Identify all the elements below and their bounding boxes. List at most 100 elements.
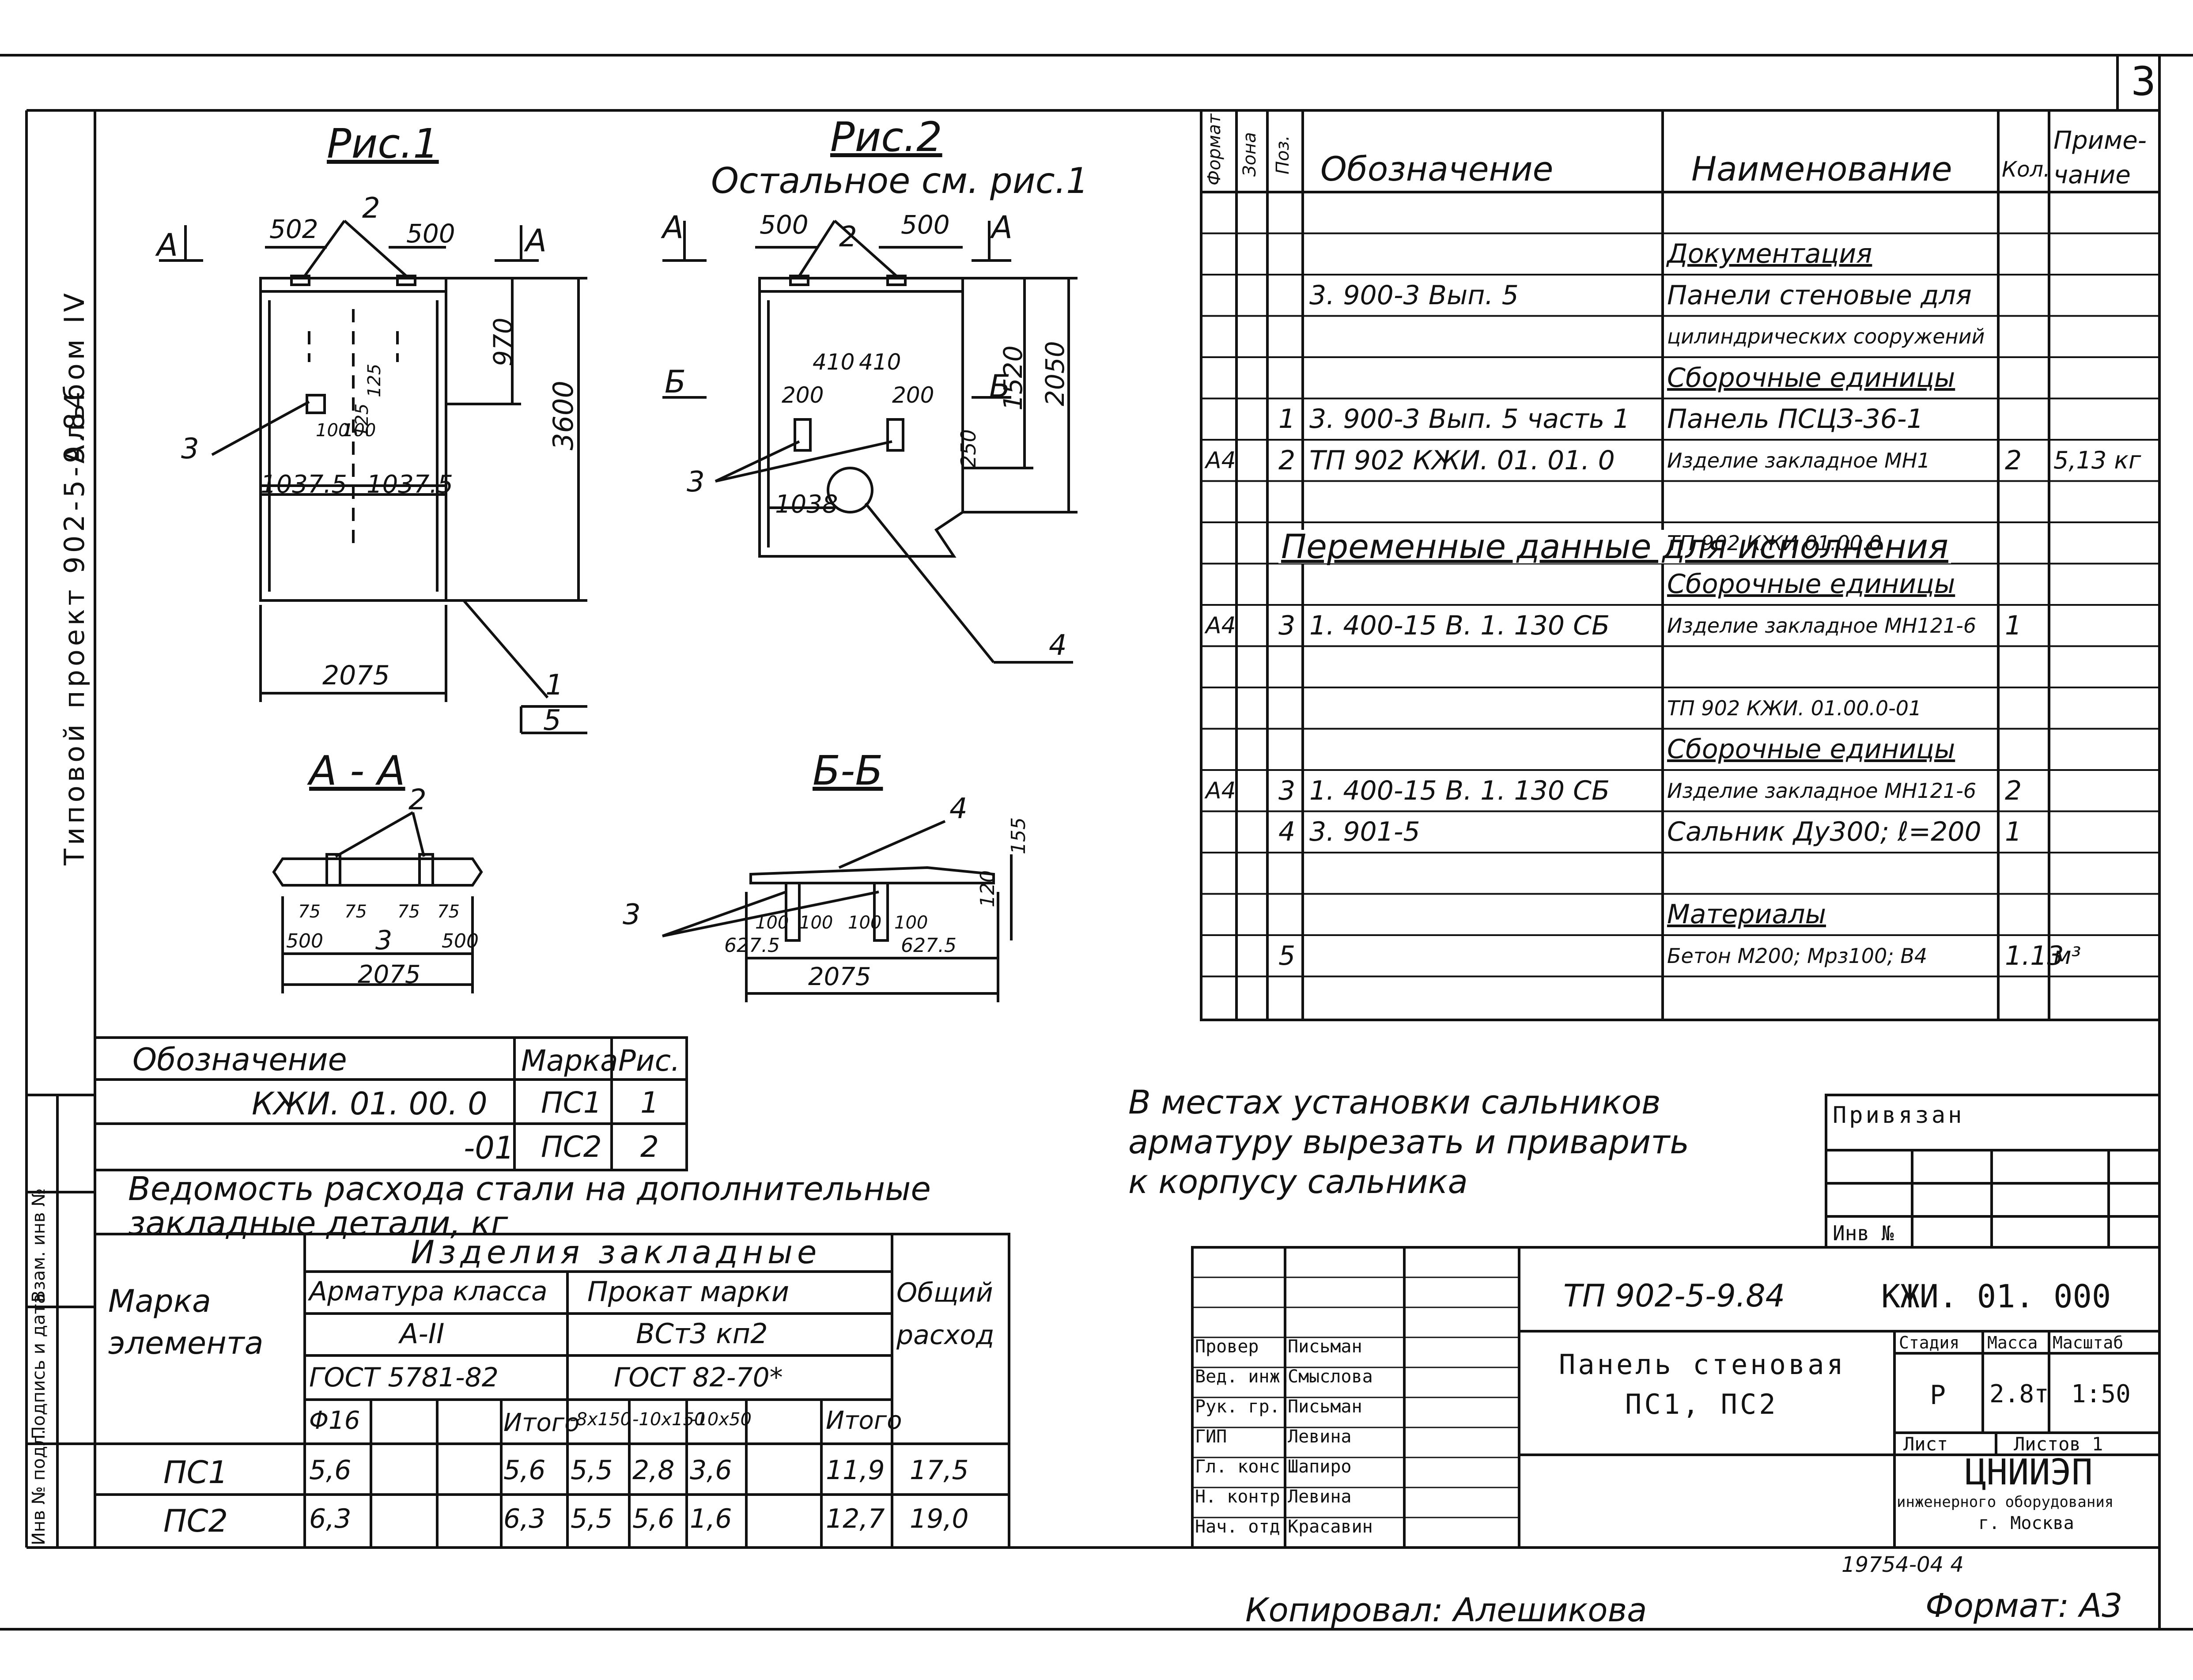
org-name: ЦНИИЭП [1965,1452,2093,1493]
steel-rebar-class: А-II [400,1318,445,1350]
fig1-section-mark: A [526,223,547,259]
stage-value: Р [1930,1380,1946,1411]
steel-group-header: Изделия закладные [411,1234,821,1271]
spec-cell: 1. 400-15 В. 1. 130 СБ [1309,775,1610,806]
steel-cell: 19,0 [910,1503,969,1534]
sheets-label: Листов 1 [2014,1433,2103,1455]
steel-table-title-text: Ведомость расхода стали на дополнительны… [128,1170,931,1242]
spec-cell: А4 [1206,447,1236,474]
steel-row-mark: ПС1 [163,1454,228,1491]
scale-value: 1:50 [2071,1380,2131,1408]
archive-number: 19754-04 4 [1841,1552,1964,1577]
steel-total-header: Общий расход [896,1277,994,1351]
album-label-vertical: Альбом IV [58,290,91,464]
sheet-label: Лист [1903,1433,1948,1455]
fig1-dim: 502 [269,214,318,244]
steel-cell: 12,7 [826,1503,885,1534]
section-aa-title: А - А [309,747,405,794]
spec-cell: А4 [1206,612,1236,639]
spec-cell: Бетон М200; Мрз100; В4 [1667,944,1928,968]
fig2-dim: 500 [901,210,950,240]
title-project-code: ТП 902-5-9.84 [1563,1278,1785,1314]
spec-cell: 3. 900-3 Вып. 5 часть 1 [1309,404,1630,435]
fig1-dim: 3600 [547,381,579,450]
steel-cell: 5,6 [309,1455,352,1486]
signature-name: Шапиро [1288,1457,1352,1477]
marks-row-designation: -01 [464,1130,514,1166]
steel-subcol-header: -10x50 [690,1409,752,1430]
steel-cell: 6,3 [309,1503,352,1534]
inv-field-label: Инв № подл. [29,1429,49,1545]
spec-cell: 2 [2005,775,2022,806]
spec-cell: Изделие закладное МН121-6 [1667,778,1977,803]
fig2-section-mark: Б [989,368,1011,404]
signature-role: Н. контр [1195,1487,1280,1507]
note-line: к корпусу сальника [1128,1163,1468,1201]
fig1-dim: 125 [364,363,385,397]
steel-rolled-header: Прокат марки [587,1276,790,1308]
fig2-dim: 200 [782,382,824,408]
steel-table-title: Ведомость расхода стали на дополнительны… [128,1172,1033,1241]
fig1-callout: 2 [362,192,380,225]
fig2-section-mark: Б [665,364,686,400]
org-name-line: инженерного оборудования [1897,1493,2114,1511]
signature-role: Гл. конс [1195,1457,1280,1477]
fig2-dim: 1520 [998,345,1028,411]
section-bb-dim: 100 [755,913,789,933]
section-bb-title: Б-Б [813,747,883,794]
section-bb-callout: 3 [623,899,641,931]
title-name-line: ПС1, ПС2 [1625,1388,1778,1420]
spec-cell: ТП 902 КЖИ 01.00.0 [1667,531,1882,555]
fig1-dim: 100 [342,420,376,441]
mass-value: 2.8т [1989,1380,2049,1408]
spec-cell: 1 [2005,816,2022,848]
steel-row-mark: ПС2 [163,1503,228,1539]
spec-cell: 1 [2005,610,2022,641]
spec-cell: 3. 900-3 Вып. 5 [1309,279,1519,311]
fig2-subtitle: Остальное см. рис.1 [711,160,1089,201]
spec-cell: 2 [1278,445,1296,476]
fig1-dim: 1037.5 [367,470,453,499]
marks-row-fig: 1 [640,1086,659,1120]
sheet-number: 3 [2131,58,2156,105]
binding-inv-label: Инв № [1833,1221,1894,1245]
spec-cell: цилиндрических сооружений [1667,325,1985,349]
signature-name: Письман [1288,1397,1362,1417]
signature-role: Провер [1195,1336,1259,1357]
steel-subcol-header: -8x150 [570,1409,631,1430]
spec-cell: Изделие закладное МН1 [1667,448,1930,472]
signature-role: ГИП [1195,1427,1227,1447]
fig2-dim: 200 [892,382,934,408]
spec-header-note: Приме- чание [2053,126,2147,190]
section-bb-dim: 100 [894,913,928,933]
steel-cell: 1,6 [690,1503,732,1534]
fig1-callout: 5 [543,704,561,737]
spec-cell: 5 [1278,940,1296,971]
section-aa-dim: 75 [437,902,460,922]
steel-rebar-gost: ГОСТ 5781-82 [309,1362,499,1393]
steel-subcol-header: Итого [826,1406,902,1435]
stage-label: Стадия [1899,1333,1960,1352]
fig2-section-mark: A [662,209,684,245]
spec-cell: Сальник Ду300; ℓ=200 [1667,816,1981,848]
marks-row-fig: 2 [640,1130,659,1164]
fig1-callout: 3 [181,433,199,465]
section-aa-dim: 75 [298,902,321,922]
scale-label: Масштаб [2053,1333,2124,1352]
spec-header-name: Наименование [1691,149,1952,189]
spec-cell: ТП 902 КЖИ. 01. 01. 0 [1309,445,1615,476]
section-aa-dim: 75 [397,902,420,922]
spec-cell: А4 [1206,777,1236,804]
fig1-dim: 500 [406,219,455,249]
spec-cell: Сборочные единицы [1667,734,1955,765]
steel-cell: 2,8 [632,1455,675,1486]
spec-cell: м³ [2053,941,2081,970]
spec-cell: 3. 901-5 [1309,816,1420,848]
section-bb-dim: 100 [799,913,833,933]
marks-header-mark: Марка [521,1044,618,1078]
steel-subcol-header: Итого [503,1408,580,1437]
steel-subcol-header: Φ16 [309,1406,360,1435]
spec-cell: Изделие закладное МН121-6 [1667,613,1977,638]
spec-cell: Панель ПСЦЗ-36-1 [1667,404,1924,435]
